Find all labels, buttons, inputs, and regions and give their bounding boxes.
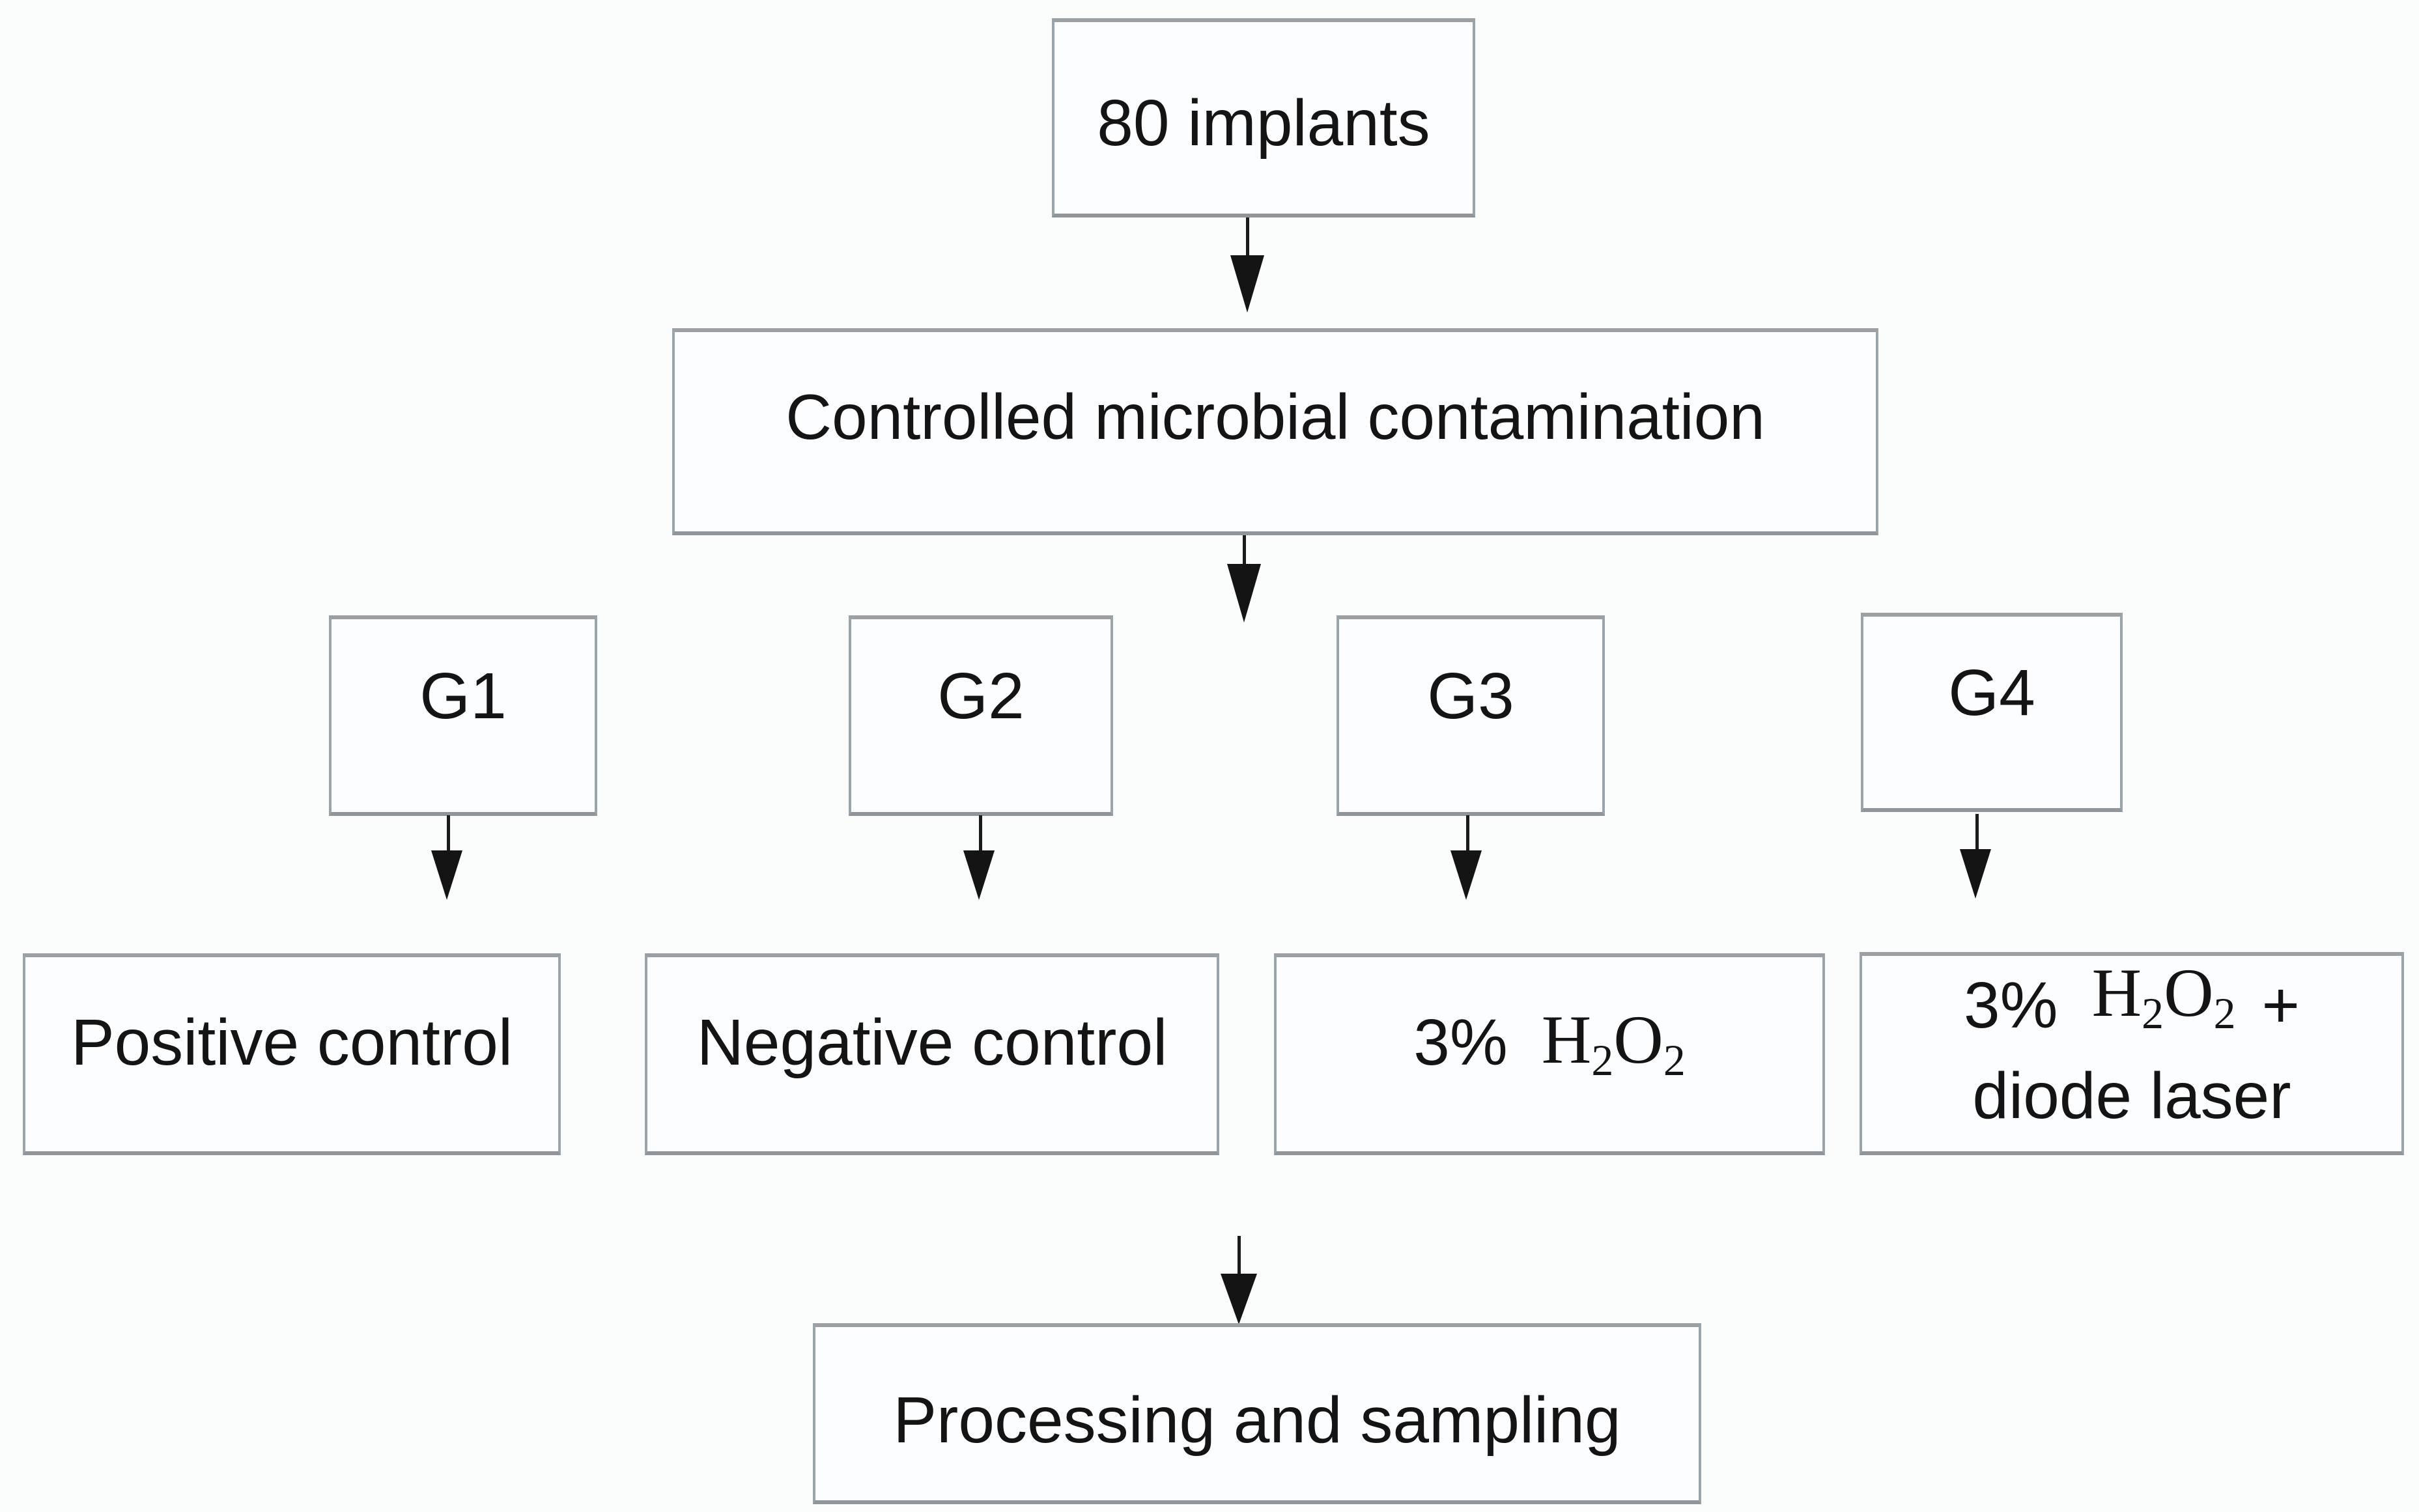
node-3pct-h2o2-percent: 3% [1413,1006,1508,1079]
node-group-g4-label: G4 [1948,656,2035,729]
node-group-g1-label: G1 [419,660,507,733]
formula-element-h: H [2091,954,2142,1031]
formula-subscript: 2 [2213,988,2236,1038]
formula-subscript: 2 [2142,988,2164,1038]
formula-element-o: O [1613,1001,1663,1078]
node-3pct-h2o2: 3%H2O2 [1274,953,1825,1155]
arrow-g1-to-positive-stem [447,815,450,852]
arrow-contamination-to-groups-arrowhead-icon [1227,564,1261,623]
formula-subscript: 2 [1663,1036,1686,1085]
node-processing-and-sampling: Processing and sampling [813,1323,1701,1504]
arrow-contamination-to-groups-stem [1243,535,1246,565]
arrow-g4-to-h2o2-laser-stem [1975,814,1979,850]
node-positive-control-label: Positive control [70,1006,513,1079]
node-group-g2: G2 [849,615,1113,816]
node-controlled-microbial-contamination: Controlled microbial contamination [672,328,1878,535]
plus-sign: + [2261,968,2300,1042]
node-h2o2-laser-percent: 3% [1964,968,2058,1042]
arrow-implants-to-contamination-stem [1246,217,1249,257]
node-group-g2-label: G2 [937,660,1025,733]
node-h2o2-laser-line1: 3%H2O2+ [1964,954,2300,1052]
node-h2o2-laser-line2: diode laser [1972,1059,2291,1133]
arrow-implants-to-contamination-arrowhead-icon [1230,255,1264,313]
node-negative-control: Negative control [645,953,1219,1155]
arrow-to-processing-stem [1238,1236,1241,1275]
node-contamination-label: Controlled microbial contamination [785,381,1765,453]
h2o2-formula: H2O2 [2091,954,2236,1035]
arrow-g3-to-h2o2-stem [1466,815,1469,852]
arrow-to-processing-arrowhead-icon [1221,1274,1257,1324]
arrow-g4-to-h2o2-laser-arrowhead-icon [1960,849,1991,899]
node-3pct-h2o2-diode-laser: 3%H2O2+ diode laser [1860,952,2404,1155]
node-group-g3: G3 [1337,615,1605,816]
node-80-implants-label: 80 implants [1097,87,1430,160]
arrow-g2-to-negative-arrowhead-icon [963,850,995,900]
arrow-g2-to-negative-stem [979,815,982,852]
arrow-g3-to-h2o2-arrowhead-icon [1450,850,1482,900]
node-processing-label: Processing and sampling [893,1384,1621,1457]
formula-subscript: 2 [1591,1036,1614,1085]
formula-element-o: O [2164,954,2214,1031]
node-80-implants: 80 implants [1052,18,1475,217]
node-group-g4: G4 [1861,613,2123,812]
formula-element-h: H [1541,1001,1592,1078]
node-group-g1: G1 [329,615,597,816]
node-group-g3-label: G3 [1427,660,1514,733]
node-negative-control-label: Negative control [696,1006,1168,1079]
h2o2-formula: H2O2 [1541,998,1686,1082]
arrow-g1-to-positive-arrowhead-icon [431,850,462,900]
node-positive-control: Positive control [23,953,561,1155]
